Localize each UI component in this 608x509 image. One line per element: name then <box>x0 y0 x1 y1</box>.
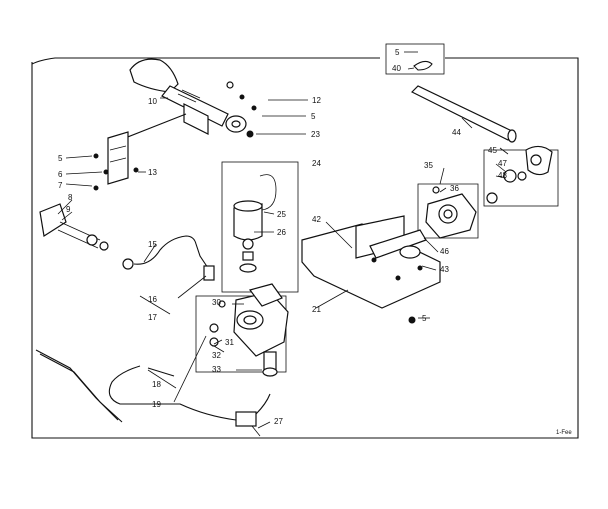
callout-6: 6 <box>58 170 63 179</box>
callout-43: 43 <box>440 265 449 274</box>
callout-5: 5 <box>395 48 400 57</box>
callout-42: 42 <box>312 215 321 224</box>
callout-25: 25 <box>277 210 286 219</box>
callout-35: 35 <box>424 161 433 170</box>
mount-plate-43 <box>301 215 441 309</box>
clip-detail-box <box>385 43 445 75</box>
callout-8: 8 <box>68 193 73 202</box>
callout-44: 44 <box>452 128 461 137</box>
callout-21: 21 <box>312 305 321 314</box>
figure-code: 1-Fee <box>556 430 572 436</box>
handle-tube-assembly <box>119 58 247 141</box>
callout-9: 9 <box>66 205 71 214</box>
gas-line-15 <box>39 203 215 281</box>
callout-32: 32 <box>212 351 221 360</box>
callout-15: 15 <box>148 240 157 249</box>
leader-lines <box>57 97 509 429</box>
diagram-frame <box>31 57 579 439</box>
callout-31: 31 <box>225 338 234 347</box>
callout-labels: 5 40 12 5 10 23 44 45 5 6 7 13 24 35 36 … <box>58 48 572 436</box>
callout-16: 16 <box>148 295 157 304</box>
callout-47: 47 <box>498 159 507 168</box>
callout-19: 19 <box>152 400 161 409</box>
valve-body-30 <box>209 283 289 377</box>
callout-12: 12 <box>312 96 321 105</box>
callout-13: 13 <box>148 168 157 177</box>
callout-5: 5 <box>311 112 316 121</box>
callout-23: 23 <box>311 130 320 139</box>
callout-36: 36 <box>450 184 459 193</box>
callout-24: 24 <box>312 159 321 168</box>
callout-17: 17 <box>148 313 157 322</box>
callout-18: 18 <box>152 380 161 389</box>
callout-45: 45 <box>488 146 497 155</box>
callout-46: 46 <box>440 247 449 256</box>
igniter-wire <box>35 349 271 437</box>
callout-40: 40 <box>392 64 401 73</box>
regulator-35 <box>417 183 479 239</box>
mount-bracket <box>93 131 139 191</box>
callout-26: 26 <box>277 228 286 237</box>
fitting-box-45 <box>483 145 559 207</box>
callout-33: 33 <box>212 365 221 374</box>
callout-7: 7 <box>58 181 63 190</box>
callout-5: 5 <box>422 314 427 323</box>
filter-cup-25 <box>233 174 277 273</box>
callout-30: 30 <box>212 298 221 307</box>
long-tube-44 <box>410 85 517 143</box>
callout-48: 48 <box>498 171 507 180</box>
callout-10: 10 <box>148 97 157 106</box>
callout-5: 5 <box>58 154 63 163</box>
callout-27: 27 <box>274 417 283 426</box>
